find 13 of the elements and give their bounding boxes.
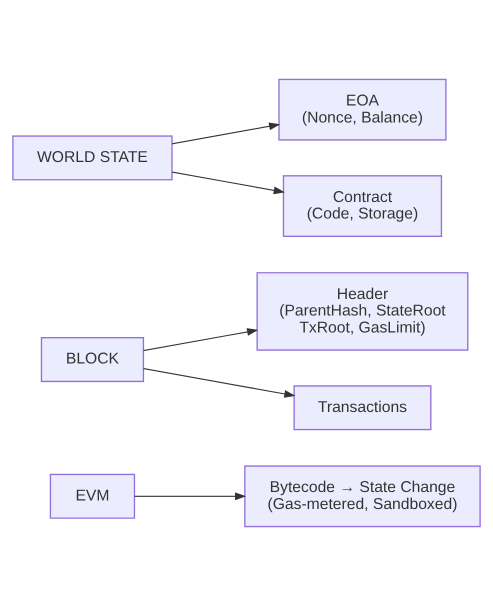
arrow bbox=[172, 122, 280, 144]
node-box: EVM bbox=[50, 474, 136, 519]
arrow bbox=[172, 171, 285, 194]
arrow bbox=[144, 368, 296, 398]
arrow bbox=[144, 328, 258, 352]
node-box: Contract (Code, Storage) bbox=[282, 175, 442, 237]
node-box: WORLD STATE bbox=[12, 135, 173, 180]
node-box: Bytecode → State Change (Gas-metered, Sandboxed) bbox=[244, 465, 481, 528]
arrow bbox=[134, 492, 246, 500]
node-box: EOA (Nonce, Balance) bbox=[278, 78, 447, 141]
node-box: BLOCK bbox=[40, 337, 144, 382]
node-box: Transactions bbox=[293, 385, 432, 430]
node-box: Header (ParentHash, StateRoot TxRoot, GasLimit) bbox=[256, 272, 468, 351]
